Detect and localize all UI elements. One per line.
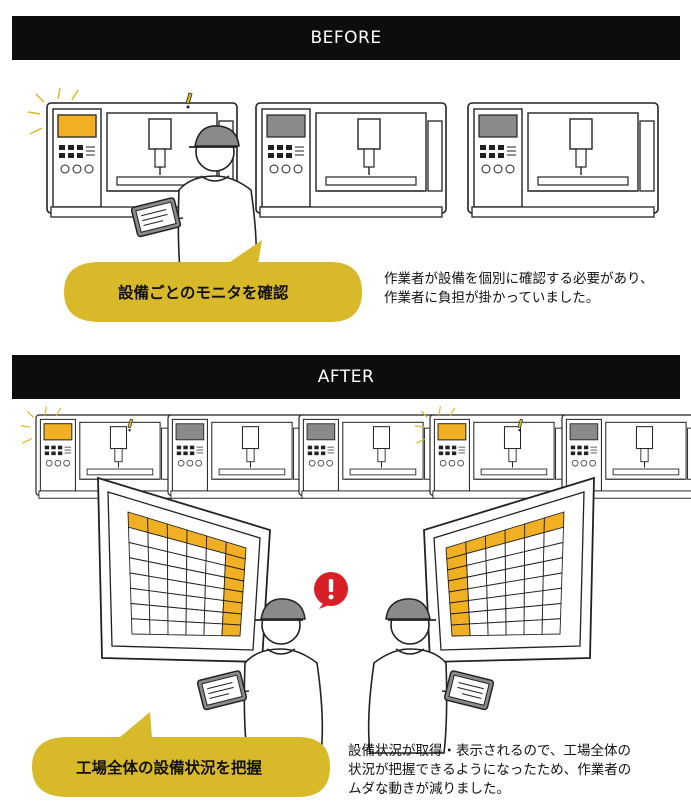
table-cell <box>450 623 471 637</box>
after-description-line: ムダな動きが減りました。 <box>348 781 510 797</box>
machine-icon <box>467 102 659 218</box>
table-cell <box>523 619 543 636</box>
table-cell <box>203 610 224 625</box>
table-cell <box>542 572 563 592</box>
before-description-line: 作業者が設備を個別に確認する必要があり、 <box>384 271 654 287</box>
before-bubble-text: 設備ごとのモニタを確認 <box>118 284 289 302</box>
dashboard-screen-icon <box>423 476 595 663</box>
table-cell <box>185 608 206 624</box>
table-cell <box>148 590 169 608</box>
dashboard-screen-icon <box>97 476 271 663</box>
after-description: 設備状況が取得・表示されるので、工場全体の 状況が把握できるようになったため、作… <box>348 742 631 799</box>
table-cell <box>185 621 205 636</box>
after-banner: AFTER <box>12 355 680 399</box>
table-cell <box>541 618 561 635</box>
after-speech-bubble <box>32 712 330 797</box>
table-cell <box>523 590 544 608</box>
table-cell <box>222 611 242 626</box>
machine-icon <box>46 102 238 218</box>
table-cell <box>129 572 150 592</box>
table-cell <box>167 620 187 636</box>
machine-icon <box>298 414 439 499</box>
machine-icon <box>255 102 447 218</box>
after-description-line: 設備状況が取得・表示されるので、工場全体の <box>348 743 631 759</box>
table-cell <box>130 603 151 621</box>
table-cell <box>505 592 525 610</box>
before-speech-bubble <box>64 240 362 322</box>
before-description: 作業者が設備を個別に確認する必要があり、 作業者に負担が掛かっていました。 <box>384 270 653 308</box>
table-cell <box>167 592 187 610</box>
table-cell <box>505 620 525 636</box>
table-cell <box>204 597 225 613</box>
table-cell <box>148 604 169 622</box>
alert-icon <box>314 572 348 609</box>
table-cell <box>221 623 242 637</box>
before-banner: BEFORE <box>12 16 680 60</box>
table-cell <box>149 619 169 636</box>
table-cell <box>468 610 489 625</box>
table-cell <box>486 608 507 624</box>
after-description-line: 状況が把握できるようになったため、作業者の <box>348 762 632 778</box>
table-cell <box>523 604 544 622</box>
table-cell <box>541 603 562 621</box>
before-banner-label: BEFORE <box>310 28 382 48</box>
machine-icon <box>429 414 570 499</box>
table-cell <box>450 611 470 626</box>
table-cell <box>167 606 187 623</box>
table-cell <box>486 595 507 611</box>
table-cell <box>468 622 489 637</box>
table-cell <box>467 597 488 613</box>
table-cell <box>449 600 470 615</box>
machine-icon <box>35 414 176 499</box>
table-cell <box>130 587 150 606</box>
after-banner-label: AFTER <box>317 367 375 387</box>
machine-icon <box>167 414 308 499</box>
table-cell <box>487 621 507 636</box>
table-cell <box>222 600 243 615</box>
before-description-line: 作業者に負担が掛かっていました。 <box>384 290 600 306</box>
table-cell <box>131 618 151 635</box>
table-cell <box>185 595 206 611</box>
table-cell <box>203 622 224 637</box>
table-cell <box>542 587 562 606</box>
table-cell <box>505 606 525 623</box>
after-bubble-text: 工場全体の設備状況を把握 <box>76 759 263 777</box>
